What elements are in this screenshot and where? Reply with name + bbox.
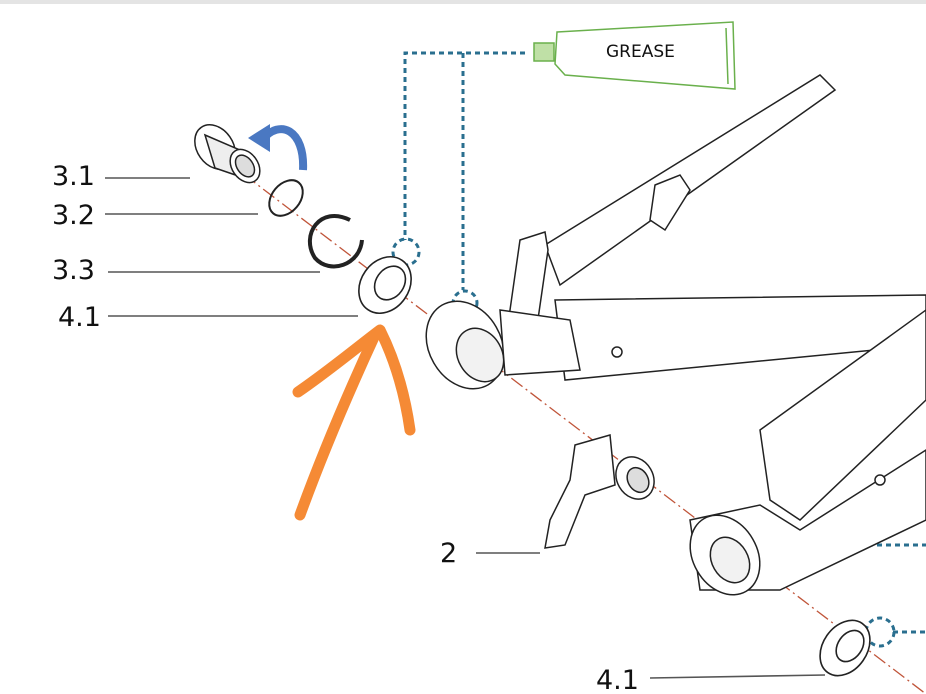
frame-line-art <box>425 74 926 596</box>
top-border <box>0 0 926 4</box>
label-3-2: 3.2 <box>52 200 95 231</box>
grease-label: GREASE <box>606 42 675 62</box>
axis-centerline <box>224 159 926 694</box>
label-3-3: 3.3 <box>52 255 95 286</box>
label-4-1-bottom: 4.1 <box>596 665 639 694</box>
label-leader-lines <box>105 177 826 679</box>
part-3-1-bushing <box>194 124 261 184</box>
part-3-2-ring <box>268 179 304 217</box>
label-3-1: 3.1 <box>52 161 95 192</box>
part-3-3-circlip <box>308 213 364 269</box>
part-4-1-washer-top <box>358 256 412 314</box>
part-2-derailleur-hanger <box>544 434 655 549</box>
grease-tube-icon <box>533 21 736 90</box>
part-4-1-washer-bottom <box>819 619 871 677</box>
label-4-1-top: 4.1 <box>58 302 101 333</box>
label-2: 2 <box>440 538 458 569</box>
annotation-arrow-icon <box>292 324 416 521</box>
rotate-arrow-head-icon <box>248 124 270 152</box>
